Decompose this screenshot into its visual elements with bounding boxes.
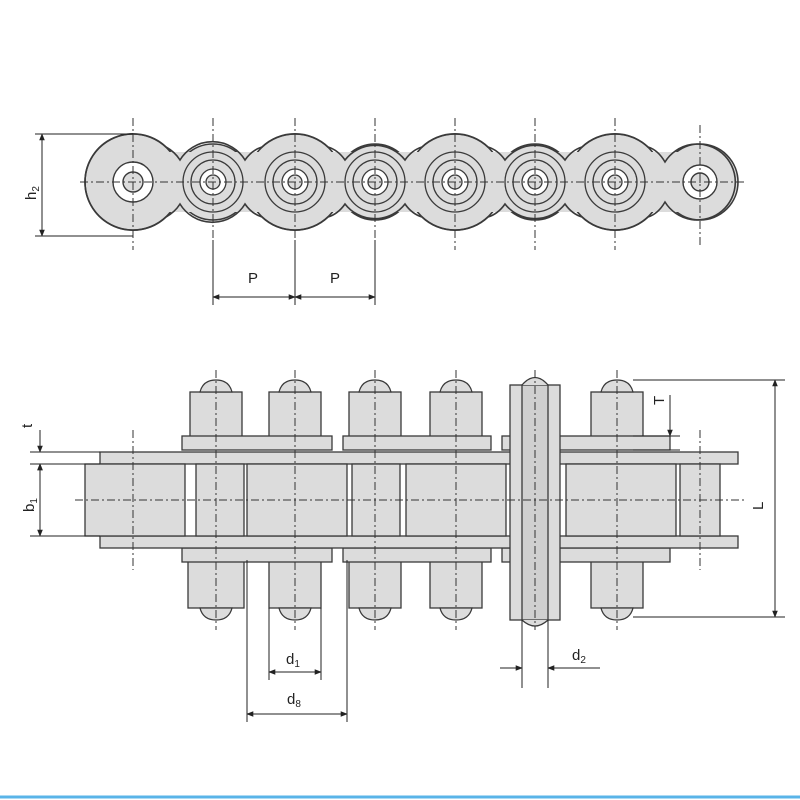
L-label: L (750, 502, 767, 510)
d1-dimension (268, 608, 322, 680)
t-label: t (19, 423, 36, 428)
inner-plate (99, 451, 739, 465)
outer-plate (342, 547, 492, 563)
d1-label: d1 (286, 651, 300, 670)
pitch-dimension (212, 240, 376, 305)
pitch-label-2: P (330, 270, 340, 287)
h2-label: h2 (23, 186, 42, 200)
d8-dimension (246, 560, 348, 722)
outer-plate (181, 547, 333, 563)
b1-dimension (30, 463, 100, 537)
T-label: T (651, 396, 668, 405)
chain-plan-view: t b1 T L d1 (19, 370, 785, 722)
b1-label: b1 (21, 498, 40, 512)
outer-plate (342, 435, 492, 451)
L-dimension (633, 379, 785, 618)
T-dimension (633, 395, 680, 451)
outer-plate (181, 435, 333, 451)
d2-dimension (500, 620, 600, 688)
d8-label: d8 (287, 691, 301, 710)
h2-dimension (35, 133, 133, 237)
chain-side-view: h2 P P (23, 118, 745, 305)
inner-plate (99, 535, 739, 549)
d2-label: d2 (572, 647, 586, 666)
pitch-label-1: P (248, 270, 258, 287)
